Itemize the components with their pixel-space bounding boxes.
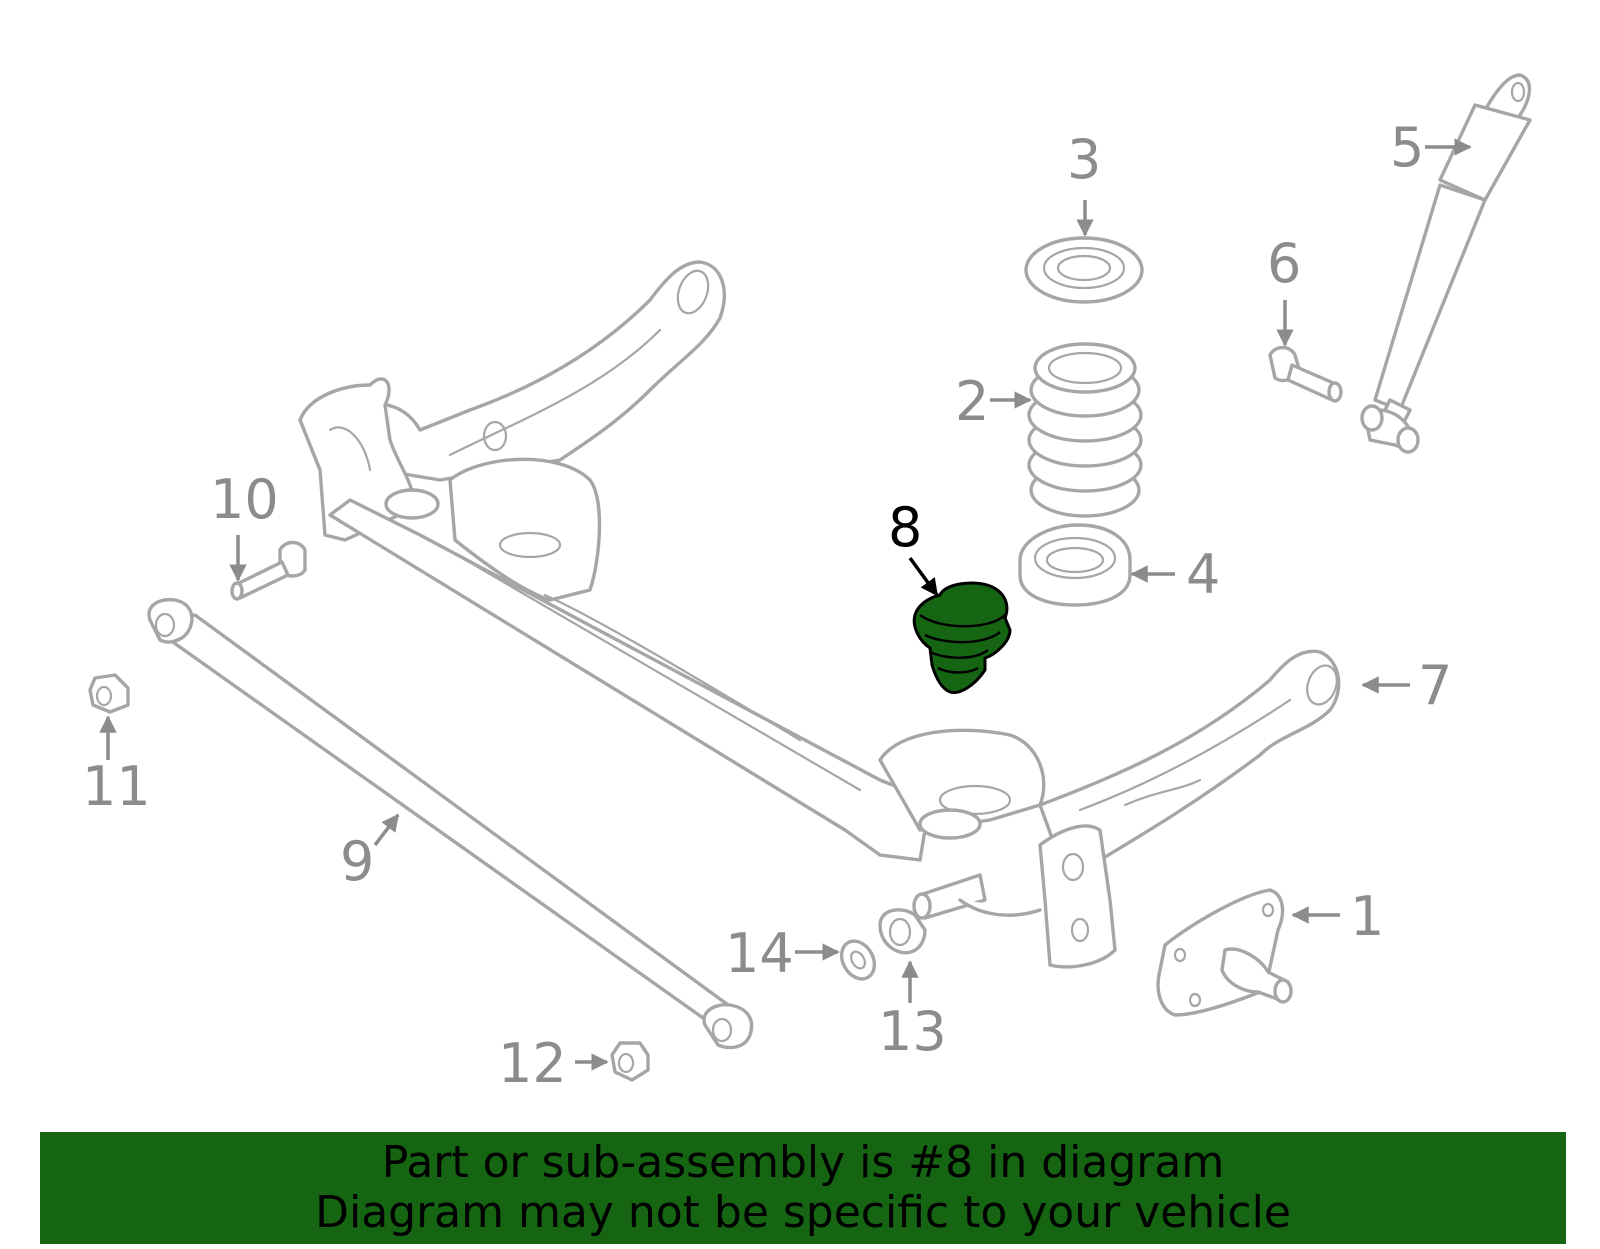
info-banner: Part or sub-assembly is #8 in diagram Di… bbox=[40, 1132, 1566, 1244]
callout-10: 10 bbox=[210, 468, 279, 531]
banner-line-2: Diagram may not be specific to your vehi… bbox=[315, 1187, 1291, 1238]
callout-9: 9 bbox=[340, 830, 374, 893]
callout-3: 3 bbox=[1067, 128, 1101, 191]
callout-12: 12 bbox=[498, 1032, 567, 1095]
part-3-upper-spring-seat bbox=[1024, 236, 1144, 304]
callout-5: 5 bbox=[1390, 116, 1424, 179]
callout-arrow-9 bbox=[373, 813, 400, 847]
part-14-washer bbox=[839, 939, 877, 981]
callout-2: 2 bbox=[955, 370, 989, 433]
callout-11: 11 bbox=[82, 755, 151, 818]
callout-labels: 1 2 3 4 5 6 7 8 9 10 11 12 13 14 bbox=[82, 116, 1452, 1095]
part-5-shock-absorber bbox=[1360, 73, 1532, 454]
callout-4: 4 bbox=[1186, 543, 1220, 606]
part-13-bushing bbox=[878, 908, 927, 955]
callout-8: 8 bbox=[888, 496, 922, 559]
part-8-bump-stop bbox=[912, 581, 1012, 695]
part-4-lower-spring-seat bbox=[1018, 523, 1132, 607]
part-2-coil-spring bbox=[1027, 342, 1143, 518]
part-10-bolt bbox=[230, 540, 307, 601]
part-1-spindle-plate bbox=[1156, 888, 1293, 1017]
banner-line-1: Part or sub-assembly is #8 in diagram bbox=[381, 1137, 1225, 1188]
callout-1: 1 bbox=[1350, 885, 1384, 948]
part-11-nut bbox=[88, 673, 130, 714]
callout-13: 13 bbox=[878, 1000, 947, 1063]
rear-axle-beam bbox=[298, 260, 1341, 969]
callout-lines bbox=[99, 138, 1472, 1071]
callout-14: 14 bbox=[725, 922, 794, 985]
part-6-bolt bbox=[1268, 345, 1343, 403]
callout-6: 6 bbox=[1267, 232, 1301, 295]
callout-arrow-8 bbox=[908, 556, 939, 597]
part-12-nut bbox=[610, 1041, 650, 1082]
callout-7: 7 bbox=[1418, 654, 1452, 717]
part-9-lateral-link bbox=[147, 597, 754, 1050]
